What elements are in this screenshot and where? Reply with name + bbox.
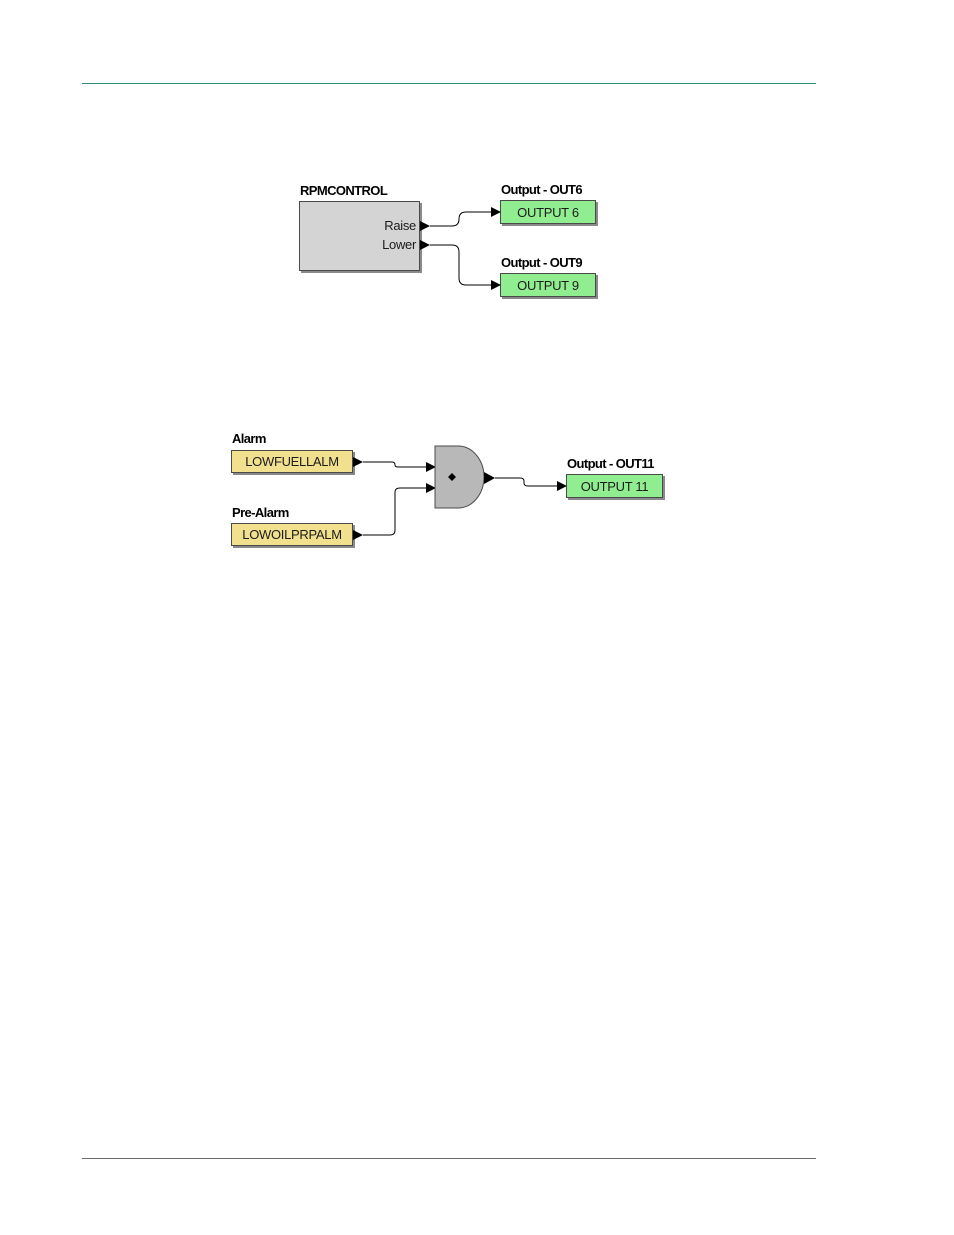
output11-block[interactable]: OUTPUT 11 bbox=[566, 474, 663, 498]
out9-title: Output - OUT9 bbox=[501, 255, 583, 270]
out11-title: Output - OUT11 bbox=[567, 456, 655, 471]
header-rule bbox=[82, 83, 816, 84]
rpmcontrol-block[interactable] bbox=[299, 201, 420, 271]
rpmcontrol-title: RPMCONTROL bbox=[300, 183, 388, 198]
lowfuellalm-port-arrow bbox=[353, 457, 363, 467]
wire-raise-to-output6 bbox=[430, 207, 501, 227]
and-gate[interactable] bbox=[434, 445, 485, 509]
gate-dot-icon bbox=[448, 473, 456, 481]
wire-lower-to-output9 bbox=[430, 244, 501, 290]
raise-port-label: Raise bbox=[384, 218, 416, 233]
lowoilprpalm-port-arrow bbox=[353, 530, 363, 540]
wire-gate-to-output11 bbox=[495, 477, 567, 491]
wire-alarm-to-gate bbox=[363, 461, 436, 472]
lower-port-arrow bbox=[420, 240, 430, 250]
footer-rule bbox=[82, 1158, 816, 1159]
lower-port-label: Lower bbox=[382, 237, 416, 252]
lowoilprpalm-block[interactable]: LOWOILPRPALM bbox=[231, 523, 353, 546]
alarm-title: Alarm bbox=[232, 431, 266, 446]
prealarm-title: Pre-Alarm bbox=[232, 505, 289, 520]
wire-prealarm-to-gate bbox=[363, 483, 436, 536]
raise-port-arrow bbox=[420, 221, 430, 231]
output6-block[interactable]: OUTPUT 6 bbox=[500, 200, 596, 224]
output9-block[interactable]: OUTPUT 9 bbox=[500, 273, 596, 297]
gate-output-arrow bbox=[484, 472, 495, 484]
out6-title: Output - OUT6 bbox=[501, 182, 583, 197]
lowfuellalm-block[interactable]: LOWFUELLALM bbox=[231, 450, 353, 473]
